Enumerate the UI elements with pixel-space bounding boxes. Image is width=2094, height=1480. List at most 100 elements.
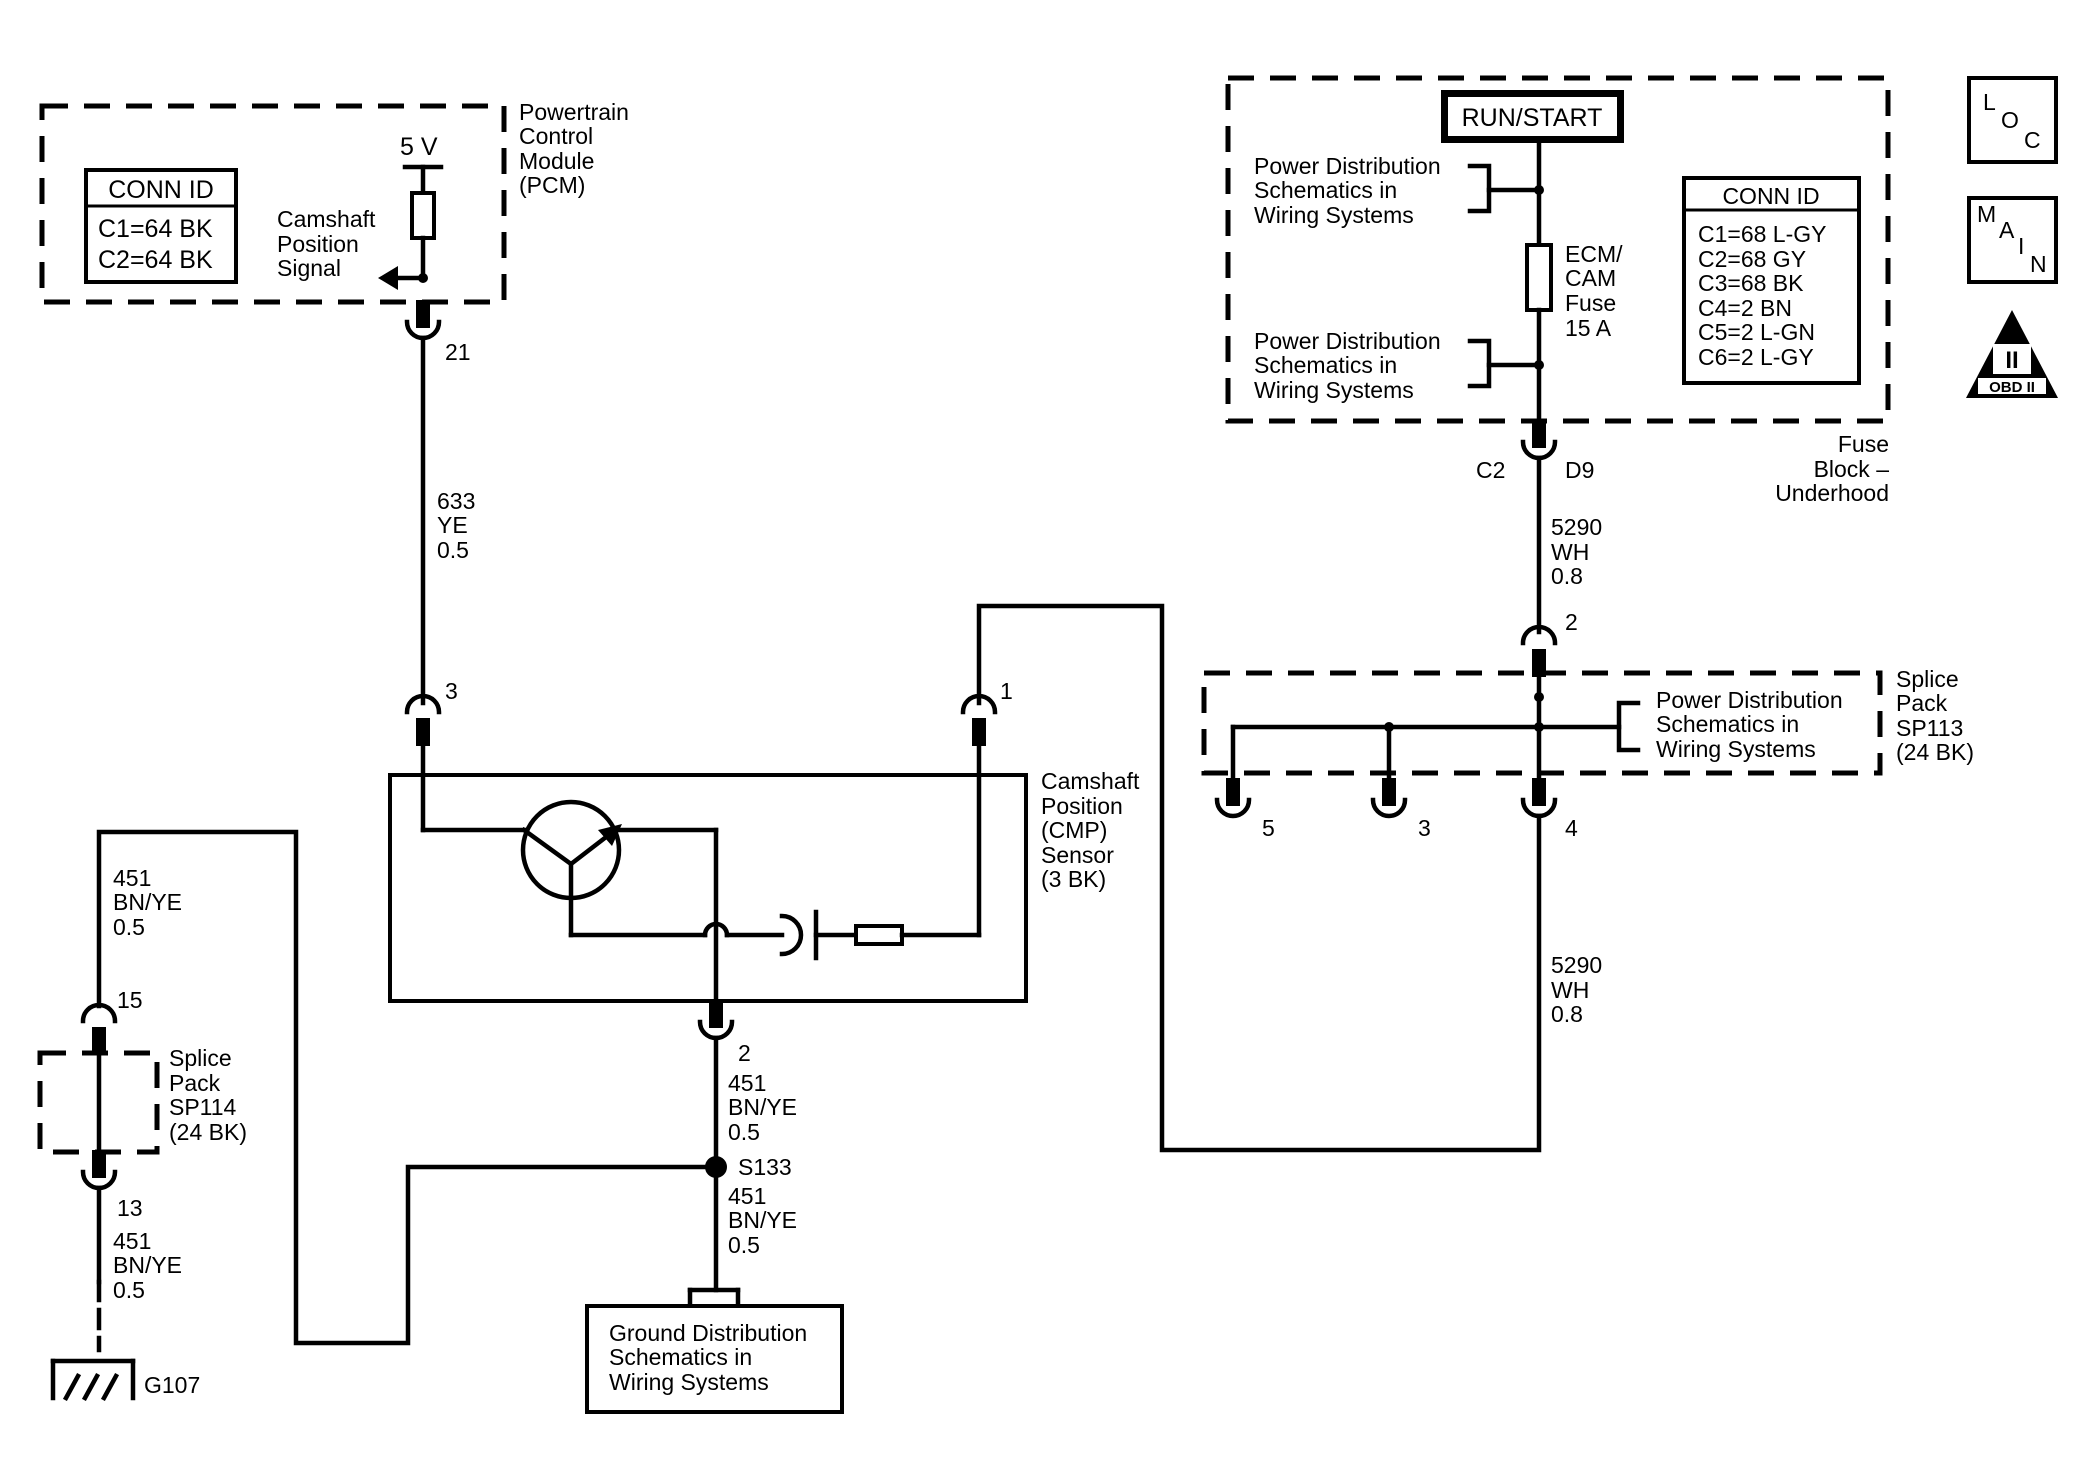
svg-text:I: I — [2018, 233, 2024, 259]
sp113-pin-4: 4 — [1520, 778, 1578, 841]
sp113-housing — [1201, 670, 1883, 776]
svg-text:0.8: 0.8 — [1551, 563, 1583, 589]
loc-icon: L O C — [1967, 76, 2058, 164]
svg-text:2: 2 — [738, 1040, 751, 1066]
ecm-cam-fuse-label: ECM/ CAM Fuse 15 A — [1565, 241, 1623, 341]
wire-451-b-label: 451 BN/YE 0.5 — [728, 1070, 797, 1145]
svg-text:21: 21 — [445, 339, 471, 365]
svg-text:Powertrain: Powertrain — [519, 99, 629, 125]
svg-text:C4=2 BN: C4=2 BN — [1698, 295, 1792, 321]
ground-g107-symbol — [50, 1358, 136, 1402]
wire-5290-a-label: 5290 WH 0.8 — [1551, 514, 1602, 589]
svg-text:15 A: 15 A — [1565, 315, 1612, 341]
svg-text:Position: Position — [277, 231, 359, 257]
pcm-housing — [39, 103, 507, 305]
svg-text:C: C — [2024, 127, 2041, 153]
power-dist-bottom: Power Distribution Schematics in Wiring … — [1254, 328, 1542, 403]
svg-text:451: 451 — [113, 865, 151, 891]
sp113-bus — [1230, 674, 1622, 783]
svg-text:4: 4 — [1565, 815, 1578, 841]
ground-g107-label: G107 — [144, 1372, 200, 1398]
svg-text:0.5: 0.5 — [728, 1232, 760, 1258]
sp114-label: Splice Pack SP114 (24 BK) — [169, 1045, 247, 1145]
wire-451-d-label: 451 BN/YE 0.5 — [113, 1228, 182, 1303]
wire-5290-to-cmp — [976, 603, 1542, 1153]
pcm-signal-label: Camshaft Position Signal — [277, 206, 376, 281]
ecm-cam-fuse — [1525, 243, 1553, 312]
svg-text:Power Distribution: Power Distribution — [1254, 153, 1441, 179]
svg-text:Signal: Signal — [277, 255, 341, 281]
svg-text:Underhood: Underhood — [1775, 480, 1889, 506]
svg-text:1: 1 — [1000, 678, 1013, 704]
cmp-connector-pin-2: 2 — [697, 1000, 751, 1066]
sp113-pin-2: 2 — [1520, 609, 1578, 677]
pcm-conn-id-table: CONN ID C1=64 BK C2=64 BK — [84, 168, 238, 284]
svg-text:Pack: Pack — [169, 1070, 221, 1096]
svg-text:Schematics in: Schematics in — [1656, 711, 1799, 737]
fuse-block-conn-id-table: CONN ID C1=68 L-GY C2=68 GY C3=68 BK C4=… — [1682, 176, 1861, 385]
svg-text:Wiring Systems: Wiring Systems — [1254, 202, 1414, 228]
svg-text:3: 3 — [1418, 815, 1431, 841]
svg-text:M: M — [1977, 201, 1996, 227]
svg-text:D9: D9 — [1565, 457, 1594, 483]
run-start-box: RUN/START — [1441, 90, 1624, 143]
svg-text:A: A — [1999, 217, 2015, 243]
svg-text:L: L — [1983, 89, 1996, 115]
fuse-block-connector-d9: C2 D9 — [1476, 420, 1594, 483]
svg-text:0.5: 0.5 — [437, 537, 469, 563]
fuse-block-label: Fuse Block – Underhood — [1775, 431, 1889, 506]
svg-text:YE: YE — [437, 512, 468, 538]
svg-text:Schematics in: Schematics in — [609, 1344, 752, 1370]
sp114-pin-13: 13 — [80, 1150, 143, 1221]
svg-text:BN/YE: BN/YE — [728, 1094, 797, 1120]
svg-text:C2: C2 — [1476, 457, 1505, 483]
svg-text:BN/YE: BN/YE — [113, 889, 182, 915]
svg-text:C1=68 L-GY: C1=68 L-GY — [1698, 221, 1827, 247]
svg-text:BN/YE: BN/YE — [728, 1207, 797, 1233]
svg-text:OBD II: OBD II — [1989, 379, 2035, 396]
svg-text:WH: WH — [1551, 539, 1589, 565]
pcm-voltage-label: 5 V — [400, 133, 438, 161]
svg-text:Control: Control — [519, 123, 593, 149]
svg-text:SP114: SP114 — [169, 1094, 237, 1120]
sp113-pin-3: 3 — [1370, 778, 1431, 841]
svg-text:Schematics in: Schematics in — [1254, 177, 1397, 203]
sp113-pin-5: 5 — [1214, 778, 1275, 841]
svg-text:Splice: Splice — [1896, 666, 1959, 692]
svg-text:13: 13 — [117, 1195, 143, 1221]
svg-text:SP113: SP113 — [1896, 715, 1963, 741]
svg-text:633: 633 — [437, 488, 475, 514]
sp113-label: Splice Pack SP113 (24 BK) — [1896, 666, 1974, 765]
svg-text:C2=64 BK: C2=64 BK — [98, 246, 213, 274]
cmp-sensor-label: Camshaft Position (CMP) Sensor (3 BK) — [1041, 768, 1140, 892]
obd-ii-icon: II OBD II — [1966, 310, 2058, 398]
svg-text:0.8: 0.8 — [1551, 1001, 1583, 1027]
svg-text:451: 451 — [728, 1183, 766, 1209]
svg-text:II: II — [2005, 347, 2018, 374]
svg-text:C3=68 BK: C3=68 BK — [1698, 270, 1804, 296]
pcm-pullup-resistor — [378, 164, 444, 290]
ground-distribution-connector — [687, 1287, 741, 1309]
wire-451-to-sp114 — [96, 829, 719, 1346]
svg-text:ECM/: ECM/ — [1565, 241, 1623, 267]
svg-text:Fuse: Fuse — [1565, 290, 1616, 316]
sp113-power-dist: Power Distribution Schematics in Wiring … — [1616, 687, 1843, 762]
svg-text:Wiring Systems: Wiring Systems — [1656, 736, 1816, 762]
svg-text:0.5: 0.5 — [113, 1277, 145, 1303]
svg-text:5290: 5290 — [1551, 514, 1602, 540]
svg-text:(24 BK): (24 BK) — [169, 1119, 247, 1145]
svg-text:(3 BK): (3 BK) — [1041, 866, 1106, 892]
svg-text:Fuse: Fuse — [1838, 431, 1889, 457]
svg-text:Module: Module — [519, 148, 594, 174]
power-dist-top: Power Distribution Schematics in Wiring … — [1254, 153, 1542, 228]
cmp-sensor-housing — [388, 773, 1028, 1003]
wire-5290-b-label: 5290 WH 0.8 — [1551, 952, 1602, 1027]
svg-text:5: 5 — [1262, 815, 1275, 841]
svg-text:WH: WH — [1551, 977, 1589, 1003]
svg-text:C5=2 L-GN: C5=2 L-GN — [1698, 319, 1815, 345]
cmp-connector-pin-3: 3 — [404, 678, 458, 746]
svg-text:15: 15 — [117, 987, 143, 1013]
svg-text:Power Distribution: Power Distribution — [1254, 328, 1441, 354]
svg-text:CONN ID: CONN ID — [108, 176, 214, 204]
svg-text:Pack: Pack — [1896, 690, 1948, 716]
